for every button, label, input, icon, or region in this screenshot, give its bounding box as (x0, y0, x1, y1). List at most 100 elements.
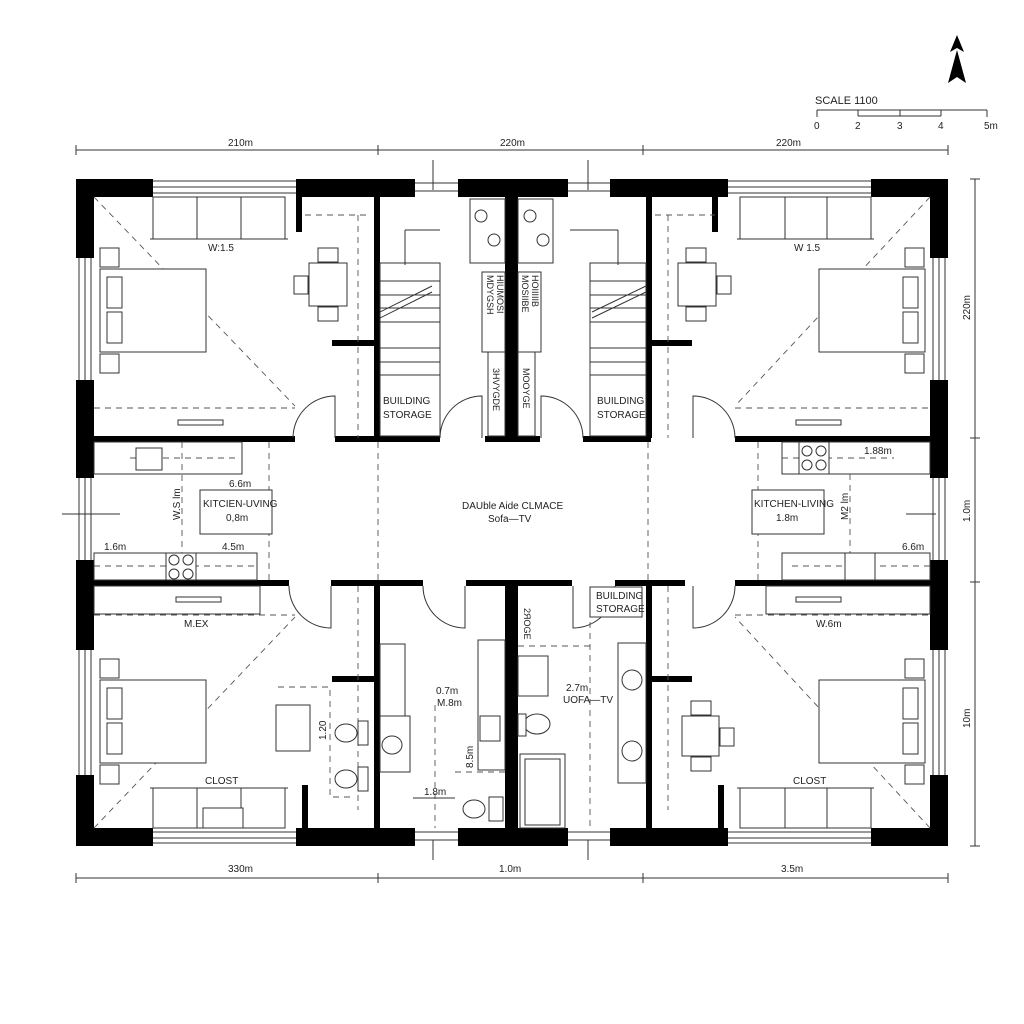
kitchen-dim: 1.88m (864, 446, 892, 457)
bath-right: 2ЯOGE 2.7m UOFA—TV BUILDING STORAGE (517, 586, 647, 829)
toilet-icon (334, 766, 369, 792)
scale-tick: 5m (984, 121, 998, 132)
kitchen-title: KITCHEN-LIVING (754, 499, 834, 510)
room-label: M.EX (184, 619, 209, 630)
center-ventilation: MDYGSH HIUMOSI MOSIIBE HOIIIIIB 3HVYGDE … (469, 198, 554, 437)
bath-dim: 8.5m (465, 746, 476, 768)
dim-label: 3.5m (781, 864, 803, 875)
bath-tag: 2ЯOGE (522, 608, 532, 640)
windows (78, 180, 946, 844)
dim-label: 210m (228, 138, 253, 149)
dimension-bottom: 330m 1.0m 3.5m (75, 840, 949, 883)
stove-icon (165, 552, 197, 581)
closet-label: CLOST (205, 776, 238, 787)
scale-bar: SCALE 1100 0 2 3 4 5m (814, 95, 998, 132)
dim-label: 220m (500, 138, 525, 149)
center-tag: HOIIIIIB (530, 275, 540, 307)
bedroom-bottom-right: CLOST (681, 658, 926, 829)
dim-label: 1.0m (962, 500, 973, 522)
kitchen-dim: 4.5m (222, 542, 244, 553)
bed-icon (818, 247, 926, 374)
sink-icon (135, 447, 163, 471)
sink-icon (621, 669, 643, 691)
wardrobe (737, 196, 874, 240)
dining-table-icon (681, 700, 735, 772)
dim-label: 330m (228, 864, 253, 875)
room-label: W.6m (816, 619, 842, 630)
kitchen-dim: 1.6m (104, 542, 126, 553)
bath-dim: 2.7m (566, 683, 588, 694)
stair-right: BUILDING STORAGE (570, 229, 647, 437)
wardrobe (150, 196, 288, 240)
bath-dim: 1.8m (424, 787, 446, 798)
room-dim: 1.20 (318, 720, 329, 740)
wardrobe (737, 787, 874, 829)
scale-tick: 0 (814, 121, 820, 132)
sink-icon (621, 740, 643, 762)
corridor-label: DAUble Aide CLMACE (462, 501, 563, 512)
bed-icon (818, 658, 926, 785)
desk-icon (275, 704, 311, 752)
bedroom-top-left: W:1.5 (99, 196, 348, 426)
toilet-icon (334, 720, 369, 746)
dim-label: 1.0m (499, 864, 521, 875)
dimension-top: 210m 220m 220m (75, 138, 949, 190)
dim-label: 220m (962, 295, 973, 320)
bed-icon (99, 658, 207, 785)
wardrobe (150, 787, 288, 829)
sink-icon (517, 655, 549, 697)
storage-label: STORAGE (597, 410, 646, 421)
scale-tick: 2 (855, 121, 861, 132)
window-label: W 1.5 (794, 243, 821, 254)
stair-left: BUILDING STORAGE (379, 229, 441, 437)
storage-label: STORAGE (383, 410, 432, 421)
radiator-icon (177, 419, 224, 426)
dim-label: 10m (962, 709, 973, 728)
storage-box (589, 586, 643, 618)
bedroom-top-right: W 1.5 (677, 196, 926, 426)
dim-label: 220m (776, 138, 801, 149)
north-arrow-icon (948, 35, 966, 83)
center-tag: MOOYGE (521, 368, 531, 409)
exterior-walls (76, 179, 948, 846)
bath-dim: M.8m (437, 698, 462, 709)
scale-tick: 4 (938, 121, 944, 132)
stove-icon (798, 441, 830, 475)
radiator-icon (175, 596, 222, 603)
bath-dim: UOFA—TV (563, 695, 613, 706)
kitchen-title: KITCIEN-UVING (203, 499, 278, 510)
window-label: W:1.5 (208, 243, 234, 254)
dining-table-icon (677, 247, 732, 322)
sink-icon (844, 552, 876, 581)
kitchen-dim: 6.6m (902, 542, 924, 553)
storage-label: BUILDING (596, 591, 643, 602)
sink-icon (381, 735, 403, 755)
kitchen-right: 1.88m KITCHEN-LIVING 1.8m M2 lm 6.6m W.6… (751, 441, 936, 630)
center-tag: 3HVYGDE (491, 368, 501, 411)
bath-dim: 0.7m (436, 686, 458, 697)
scale-title: SCALE 1100 (815, 95, 878, 107)
corridor-sublabel: Sofa—TV (488, 514, 532, 525)
sink-icon (479, 715, 501, 742)
bedroom-bottom-left: 1.20 CLOST (99, 658, 369, 829)
radiator-icon (795, 596, 842, 603)
closet-label: CLOST (793, 776, 826, 787)
storage-label: BUILDING (383, 396, 430, 407)
interior-walls (94, 197, 930, 828)
kitchen-value: 0,8m (226, 513, 248, 524)
center-tag: MDYGSH (485, 275, 495, 315)
kitchen-dim: M2 lm (840, 493, 851, 520)
center-tag: HIUMOSI (495, 275, 505, 314)
kitchen-left: 6.6m KITCIEN-UVING 0,8m W.S lm 1.6m 4.5m… (62, 441, 278, 630)
bed-icon (99, 247, 207, 374)
center-tag: MOSIIBE (520, 275, 530, 313)
storage-label: BUILDING (597, 396, 644, 407)
radiator-icon (795, 419, 842, 426)
scale-tick: 3 (897, 121, 903, 132)
vanity-icon (617, 642, 647, 784)
kitchen-dim: W.S lm (172, 488, 183, 520)
dining-table-icon (293, 247, 348, 322)
storage-label: STORAGE (596, 604, 645, 615)
bath-left: 0.7m M.8m 8.5m 1.8m (379, 639, 506, 828)
